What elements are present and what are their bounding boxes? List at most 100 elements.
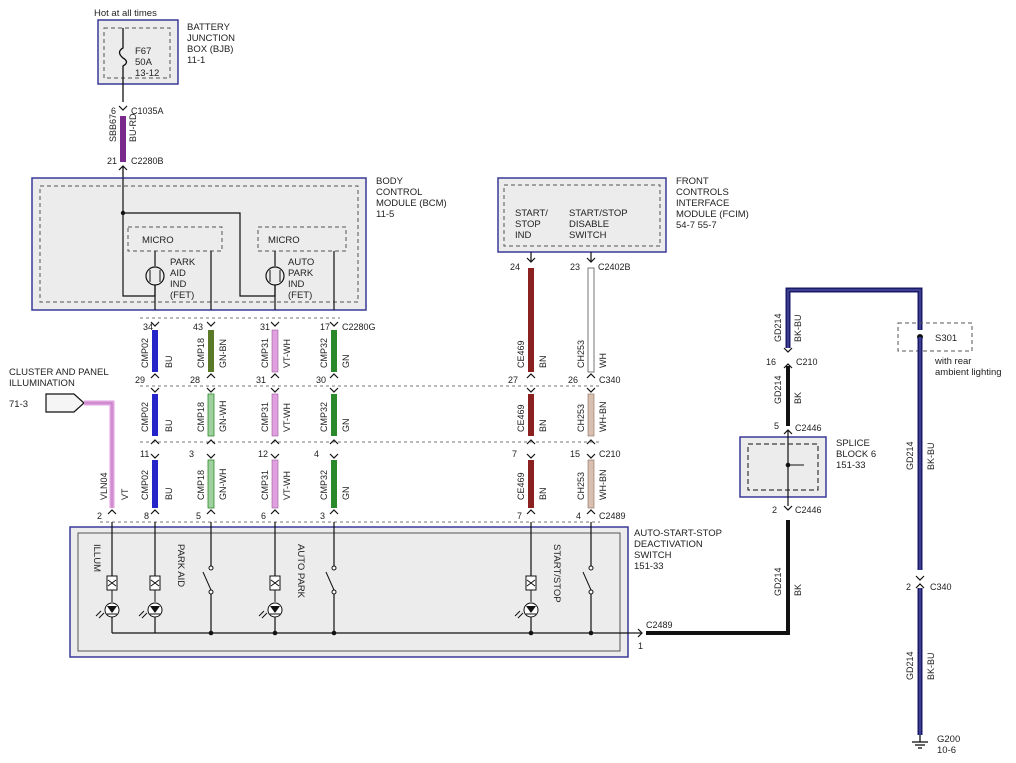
c340-right-arrow bbox=[915, 583, 925, 589]
fcim-box bbox=[497, 177, 667, 253]
switch-ground-pin: 1 bbox=[638, 641, 643, 651]
fuse-symbol bbox=[118, 28, 128, 102]
bus-dot-4 bbox=[528, 630, 534, 636]
bjb-name-1: BATTERY bbox=[187, 22, 231, 33]
row2-circuit-2: CMP18 bbox=[196, 402, 206, 432]
bjb-name-3: BOX (BJB) bbox=[187, 44, 233, 55]
row1-circuit-2: CMP18 bbox=[196, 338, 206, 368]
gd214-bk-lower bbox=[646, 520, 790, 635]
park-aid-1: PARK bbox=[170, 257, 196, 268]
row1-fork-4 bbox=[329, 321, 339, 327]
park-aid-2: AID bbox=[170, 268, 186, 279]
row2-circuit-5: CE469 bbox=[516, 404, 526, 432]
resistor-auto-park-x bbox=[270, 579, 280, 587]
fcim-name-2: CONTROLS bbox=[676, 187, 729, 198]
row3-fork-4 bbox=[329, 453, 339, 459]
row4-pin-1: 2 bbox=[97, 511, 102, 521]
bcm-ref: 11-5 bbox=[376, 209, 394, 220]
c2446-label-bottom: C2446 bbox=[795, 505, 822, 515]
switch-inner-box bbox=[77, 532, 621, 652]
right-upper-color: BK-BU bbox=[926, 442, 936, 470]
row2-color-3: VT-WH bbox=[282, 403, 292, 432]
fuse-label-2: 50A bbox=[135, 57, 153, 68]
gd214-mid-color: BK bbox=[793, 392, 803, 404]
row3-color-2: GN-WH bbox=[218, 469, 228, 501]
row2-color-4: GN bbox=[341, 419, 351, 433]
c340-right-fork bbox=[915, 575, 925, 581]
fcim-right-3: SWITCH bbox=[569, 230, 607, 241]
ce469-seg-2 bbox=[528, 394, 534, 436]
c2446-pin-top: 5 bbox=[774, 421, 779, 431]
c340-right-pin: 2 bbox=[906, 582, 911, 592]
c210-pin: 16 bbox=[766, 357, 776, 367]
row2-forks bbox=[150, 373, 596, 393]
switch-label-illum: ILLUM bbox=[91, 544, 102, 572]
bjb-pin-bottom: 21 bbox=[107, 156, 117, 166]
row2-arrow-1 bbox=[150, 373, 160, 379]
row2-color-1: BU bbox=[164, 419, 174, 432]
row3-circuit-1: CMP02 bbox=[140, 470, 150, 500]
bcm-name-1: BODY bbox=[376, 176, 404, 187]
row1-pin-4: 17 bbox=[320, 322, 330, 332]
c340-right-label: C340 bbox=[930, 582, 952, 592]
row3-circuit-3: CMP31 bbox=[260, 470, 270, 500]
s301-note-2: ambient lighting bbox=[935, 367, 1002, 378]
row2-fork-6 bbox=[586, 387, 596, 393]
fcim-refs: 54-7 55-7 bbox=[676, 220, 717, 231]
row3-circuit-5: CE469 bbox=[516, 472, 526, 500]
row3-pin-2: 3 bbox=[189, 449, 194, 459]
cmp02-seg-1 bbox=[152, 330, 158, 372]
splice-name-2: BLOCK 6 bbox=[836, 449, 876, 460]
bcm-junction-dot bbox=[120, 210, 126, 216]
row2-pin-5: 27 bbox=[508, 375, 518, 385]
row3-forks bbox=[150, 439, 596, 459]
row2-fork-2 bbox=[206, 387, 216, 393]
cmp02-seg-2 bbox=[152, 394, 158, 436]
c1035a-fork bbox=[118, 105, 128, 111]
c2446-label-top: C2446 bbox=[795, 423, 822, 433]
row3-color-6: WH-BN bbox=[598, 470, 608, 501]
row3-pin-1: 11 bbox=[140, 449, 149, 459]
fcim-left-1: START/ bbox=[515, 208, 548, 219]
vln04-color: VT bbox=[120, 488, 130, 500]
row1-pin-2: 43 bbox=[193, 322, 203, 332]
row4-arrow-2 bbox=[150, 509, 160, 515]
ce469-seg-3 bbox=[528, 460, 534, 508]
bus-dot-3 bbox=[331, 630, 337, 636]
row2-color-6: WH-BN bbox=[598, 402, 608, 433]
fuse-label-1: F67 bbox=[135, 46, 151, 57]
cluster-connector-icon bbox=[45, 393, 85, 413]
row2-fork-1 bbox=[150, 387, 160, 393]
row4-arrow-6 bbox=[526, 509, 536, 515]
switch-name-2: DEACTIVATION bbox=[634, 539, 703, 550]
row3-pin-5: 7 bbox=[512, 449, 517, 459]
row2-circuit-3: CMP31 bbox=[260, 402, 270, 432]
fuse-label-3: 13-12 bbox=[135, 68, 159, 79]
fcim-left-3: IND bbox=[515, 230, 532, 241]
bcm-micro-2-label: MICRO bbox=[268, 235, 300, 246]
row1-fork-2 bbox=[206, 321, 216, 327]
row1-pin-1: 34 bbox=[143, 322, 153, 332]
bjb-pin-top: 6 bbox=[111, 106, 116, 116]
bcm-box bbox=[31, 177, 367, 311]
row3-color-4: GN bbox=[341, 487, 351, 501]
ch253-fcim-color: WH bbox=[598, 353, 608, 368]
fcim-name-4: MODULE (FCIM) bbox=[676, 209, 749, 220]
auto-park-1: AUTO bbox=[288, 257, 314, 268]
cmp32-seg-3 bbox=[331, 460, 337, 508]
row3-circuit-6: CH253 bbox=[576, 472, 586, 500]
s301-box bbox=[897, 322, 973, 352]
row3-color-5: BN bbox=[538, 487, 548, 500]
cmp31-seg-3 bbox=[271, 459, 279, 509]
bjb-conn-bottom: C2280B bbox=[131, 156, 164, 166]
row4-arrow-3 bbox=[206, 509, 216, 515]
row2-arrow-6 bbox=[586, 373, 596, 379]
right-lower-color: BK-BU bbox=[926, 652, 936, 680]
park-aid-3: IND bbox=[170, 279, 187, 290]
row1-circuit-1: CMP02 bbox=[140, 338, 150, 368]
park-aid-4: (FET) bbox=[170, 290, 194, 301]
splice-ref: 151-33 bbox=[836, 460, 866, 471]
row2-circuit-1: CMP02 bbox=[140, 402, 150, 432]
row4-arrow-4 bbox=[270, 509, 280, 515]
